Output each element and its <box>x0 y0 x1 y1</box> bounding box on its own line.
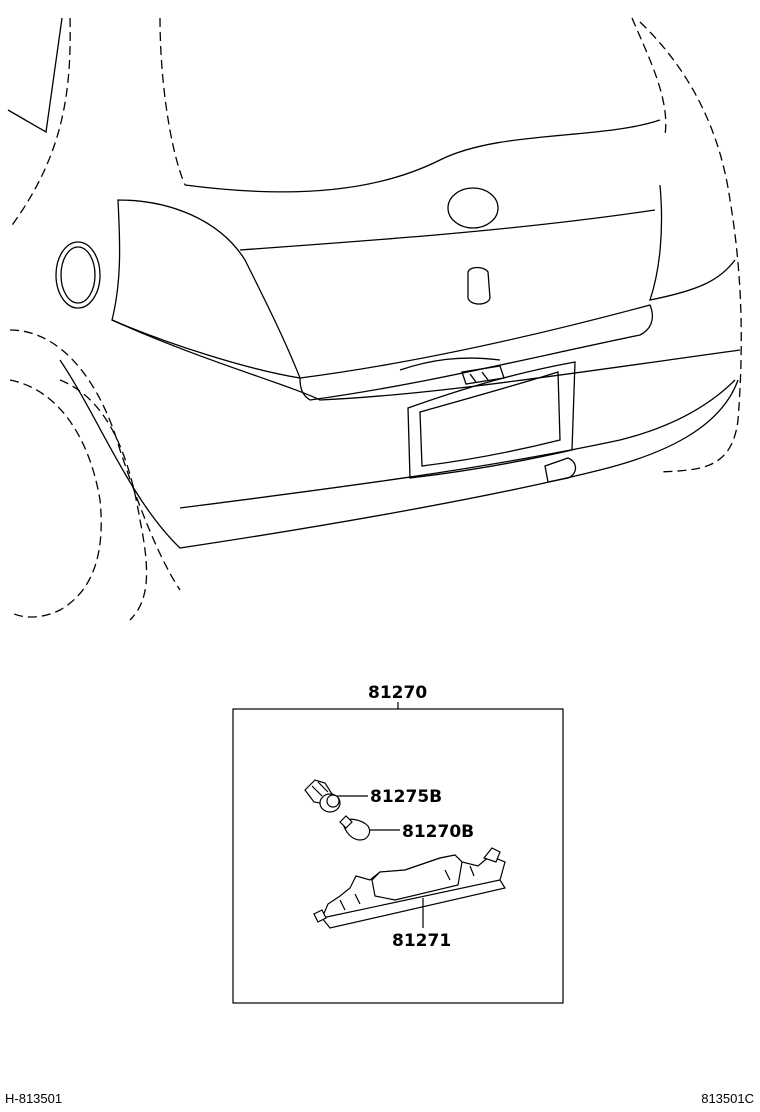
lamp-details <box>339 865 475 911</box>
lamp-flange <box>321 879 506 929</box>
license-plate-recess <box>407 361 576 479</box>
fuel-lid <box>55 241 101 309</box>
left-tail-lamp <box>111 199 302 379</box>
right-tail-lamp <box>649 184 736 301</box>
assembly-label: 81270 <box>368 683 427 703</box>
parts-breakdown: 81270 81275B 81270B 81271 <box>232 683 564 1004</box>
bulb-socket-part <box>304 779 341 813</box>
hatch-window-line <box>239 209 656 251</box>
lamp-body-label: 81271 <box>392 931 451 951</box>
license-garnish <box>399 357 501 371</box>
footer-right-code: 813501C <box>701 1091 754 1106</box>
hatch-left-edge <box>159 17 186 186</box>
license-lamp-position <box>461 365 505 385</box>
lamp-body-part <box>313 847 506 929</box>
socket-label: 81275B <box>370 787 442 807</box>
bulb-label: 81270B <box>402 822 474 842</box>
bumper-upper-line <box>111 319 741 401</box>
lamp-lens <box>371 854 463 901</box>
license-plate-inner <box>419 371 561 467</box>
hatch-lower-panel <box>299 304 654 401</box>
quarter-window <box>7 17 63 134</box>
socket-ridges <box>311 781 329 797</box>
rear-bumper <box>59 359 739 549</box>
right-body-outline <box>639 21 742 473</box>
rear-tyre-outer <box>59 379 148 621</box>
lamp-clip-left <box>313 909 327 923</box>
assembly-box <box>232 708 564 1004</box>
hatch-upper-edge <box>184 119 661 193</box>
fuel-lid-inner <box>60 246 96 304</box>
footer-left-code: H-813501 <box>5 1091 62 1106</box>
rear-wheel-arch <box>9 329 181 591</box>
hatch-handle <box>467 266 491 305</box>
lamp-clip-right <box>482 847 501 863</box>
rear-emblem <box>447 187 499 229</box>
bumper-lower-line <box>179 379 736 509</box>
vehicle-rear-view <box>7 17 742 621</box>
rear-tyre <box>9 379 102 618</box>
bulb-base <box>339 815 353 829</box>
lamp-ridge-1 <box>469 373 477 383</box>
left-pillar-outline <box>9 17 71 229</box>
roof-right-edge <box>631 17 667 136</box>
exhaust-pipe <box>544 457 577 483</box>
lamp-ridge-2 <box>481 371 489 381</box>
bulb-part <box>339 815 371 841</box>
socket-base-inner <box>326 794 340 808</box>
